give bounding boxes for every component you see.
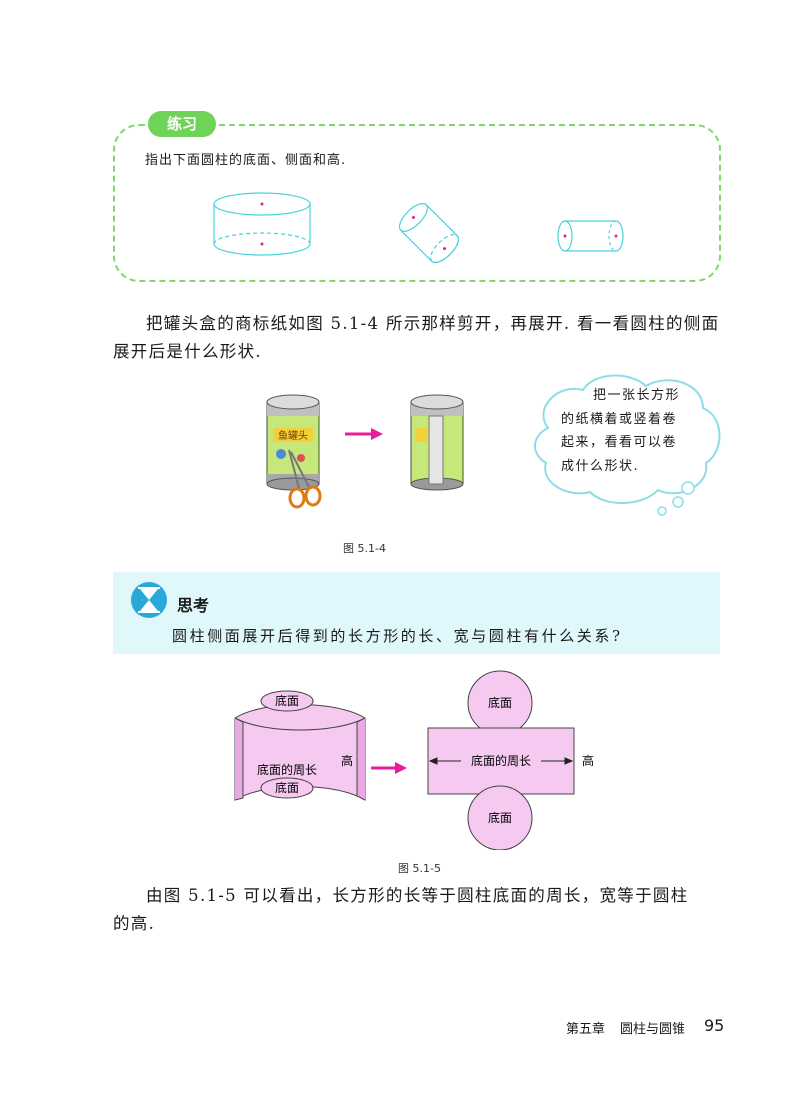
intro-line-2: 展开后是什么形状. bbox=[113, 342, 262, 361]
cloud-line-3: 起来，看看可以卷 bbox=[561, 435, 678, 450]
practice-box bbox=[113, 124, 721, 282]
footer-chapter: 第五章 bbox=[566, 1022, 606, 1037]
thought-cloud-text: 把一张长方形 的纸横着或竖着卷 起来，看看可以卷 成什么形状. bbox=[561, 384, 701, 478]
perimeter-label: 底面的周长 bbox=[257, 762, 317, 777]
net-perimeter-label: 底面的周长 bbox=[471, 753, 531, 768]
figure-caption-2: 图 5.1-5 bbox=[398, 862, 441, 875]
can-cut-illustration bbox=[410, 394, 464, 491]
page-number: 95 bbox=[704, 1016, 725, 1035]
think-title: 思考 bbox=[177, 596, 210, 615]
curved-side bbox=[234, 704, 366, 801]
can-label: 鱼罐头 bbox=[278, 429, 308, 442]
length-arrow bbox=[428, 757, 574, 765]
height-label: 高 bbox=[341, 753, 353, 768]
cylinder-tilted bbox=[398, 202, 460, 264]
practice-tag: 练习 bbox=[148, 111, 216, 137]
base-bottom-label: 底面 bbox=[275, 780, 299, 795]
practice-cylinders bbox=[213, 192, 624, 264]
net-base-bottom-label: 底面 bbox=[488, 810, 512, 825]
base-top-label: 底面 bbox=[275, 693, 299, 708]
cloud-line-1: 把一张长方形 bbox=[593, 388, 681, 403]
conclusion-line-1: 由图 5.1-5 可以看出，长方形的长等于圆柱底面的周长，宽等于圆柱 bbox=[146, 886, 689, 905]
think-box bbox=[113, 572, 720, 654]
can-figure: 鱼罐头 bbox=[266, 394, 464, 509]
net-base-bottom-shape bbox=[467, 785, 533, 850]
cylinder-horizontal bbox=[557, 220, 624, 252]
figure-caption-1: 图 5.1-4 bbox=[343, 542, 386, 555]
arrow-icon bbox=[371, 762, 407, 774]
intro-line-1: 把罐头盒的商标纸如图 5.1-4 所示那样剪开，再展开. 看一看圆柱的侧面 bbox=[146, 314, 720, 333]
net-height-label: 高 bbox=[582, 753, 594, 768]
practice-instruction: 指出下面圆柱的底面、侧面和高. bbox=[145, 153, 347, 168]
cloud-line-4: 成什么形状. bbox=[561, 458, 640, 474]
cylinder-wide bbox=[213, 192, 311, 256]
arrow-icon bbox=[345, 428, 383, 440]
base-bottom-shape bbox=[260, 777, 314, 799]
footer-title: 圆柱与圆锥 bbox=[620, 1022, 686, 1037]
think-question: 圆柱侧面展开后得到的长方形的长、宽与圆柱有什么关系? bbox=[172, 627, 623, 645]
net-base-top-label: 底面 bbox=[488, 695, 512, 710]
thought-cloud bbox=[534, 374, 721, 516]
hourglass-icon bbox=[131, 582, 167, 618]
base-top-shape bbox=[260, 690, 314, 712]
can-illustration: 鱼罐头 bbox=[266, 394, 320, 491]
scissors-icon bbox=[288, 449, 322, 509]
cylinder-net-figure: 底面 底面的周长 底面 高 底面 底面的周长 高 底面 bbox=[234, 670, 594, 850]
conclusion-line-2: 的高. bbox=[113, 914, 156, 933]
cloud-line-2: 的纸横着或竖着卷 bbox=[561, 411, 678, 427]
